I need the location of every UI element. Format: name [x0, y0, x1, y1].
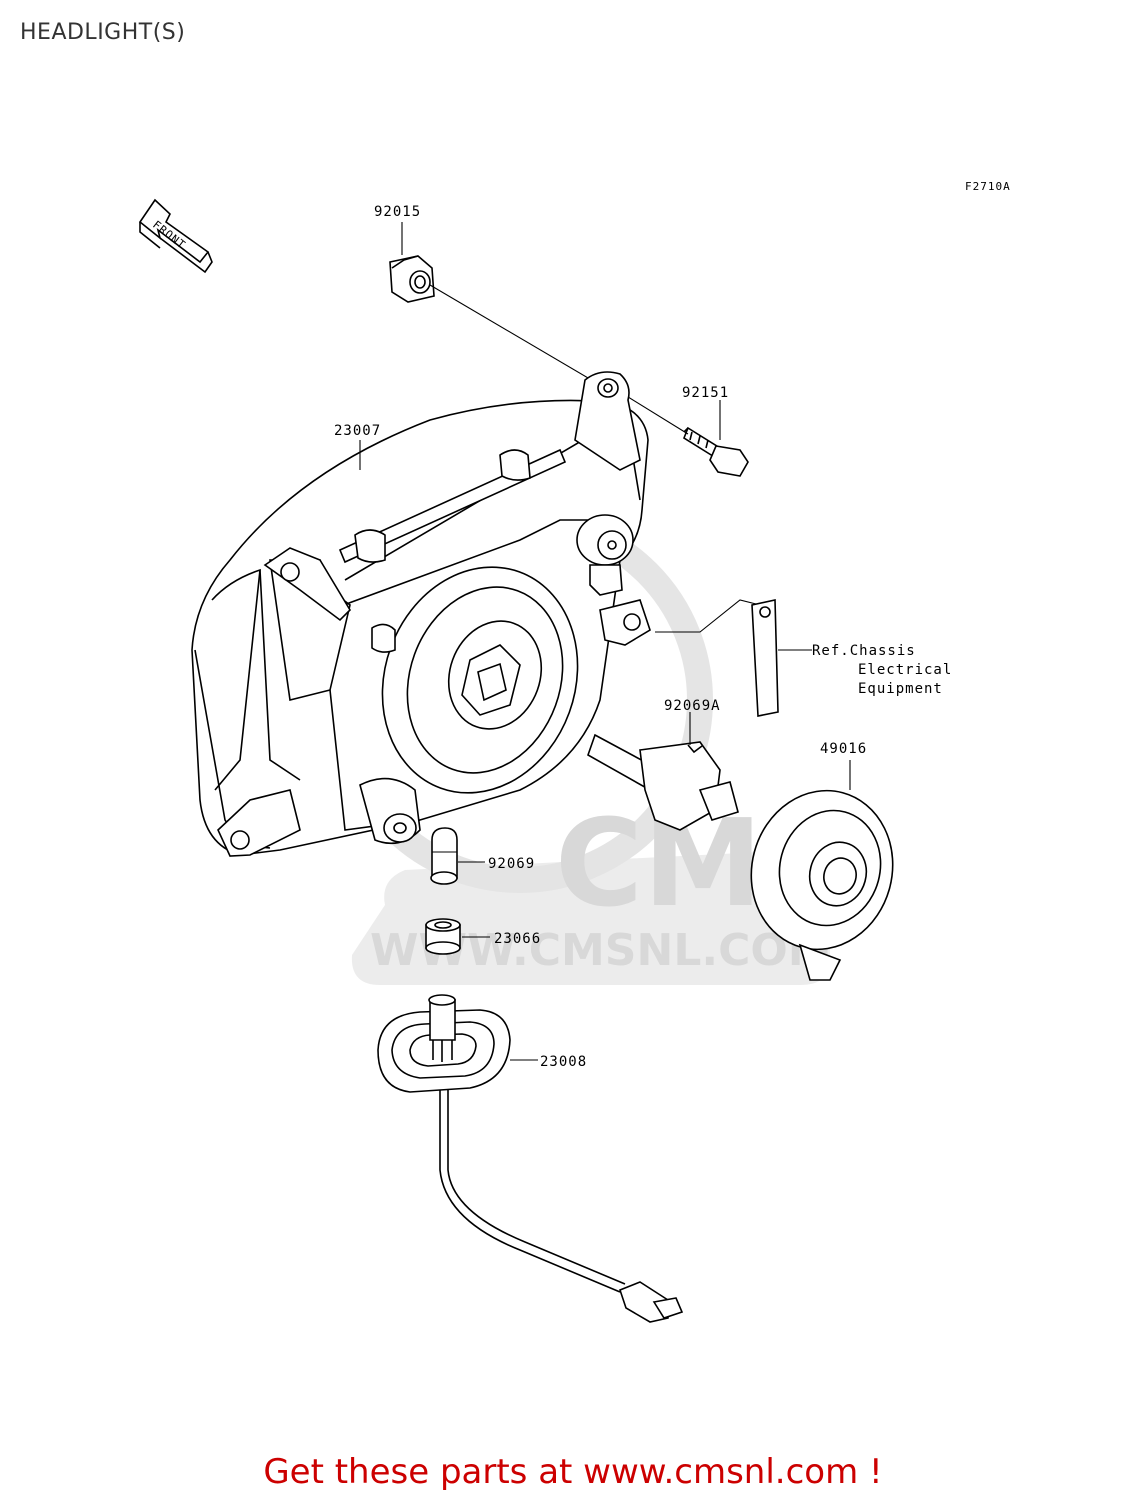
- part-number-92015: 92015: [374, 204, 421, 220]
- page-title: HEADLIGHT(S): [20, 20, 186, 45]
- svg-text:Electrical: Electrical: [858, 662, 952, 678]
- part-number-92069a: 92069A: [664, 698, 721, 714]
- part-number-23066: 23066: [494, 931, 541, 947]
- socket-harness-23008: [377, 994, 684, 1323]
- svg-text:Equipment: Equipment: [858, 681, 943, 697]
- bolt-92151: [683, 426, 749, 477]
- grommet-23066: [425, 918, 461, 955]
- promo-link[interactable]: Get these parts at www.cmsnl.com !: [263, 1452, 883, 1492]
- position-bulb-92069: [430, 827, 458, 885]
- figure-code: F2710A: [965, 180, 1011, 193]
- connector-terminal: [751, 599, 779, 717]
- part-number-49016: 49016: [820, 741, 867, 757]
- headlight-housing-23007: [191, 371, 651, 857]
- part-number-92151: 92151: [682, 385, 729, 401]
- svg-text:Ref.Chassis: Ref.Chassis: [812, 643, 916, 659]
- part-number-92069: 92069: [488, 856, 535, 872]
- reference-label: Ref.Chassis Electrical Equipment: [812, 643, 952, 697]
- part-number-23008: 23008: [540, 1054, 587, 1070]
- part-number-23007: 23007: [334, 423, 381, 439]
- headlight-bulb-92069a: [587, 733, 739, 831]
- clip-92015: [389, 255, 435, 303]
- boot-49016: [750, 789, 894, 981]
- front-arrow-icon: FRONT: [138, 198, 213, 274]
